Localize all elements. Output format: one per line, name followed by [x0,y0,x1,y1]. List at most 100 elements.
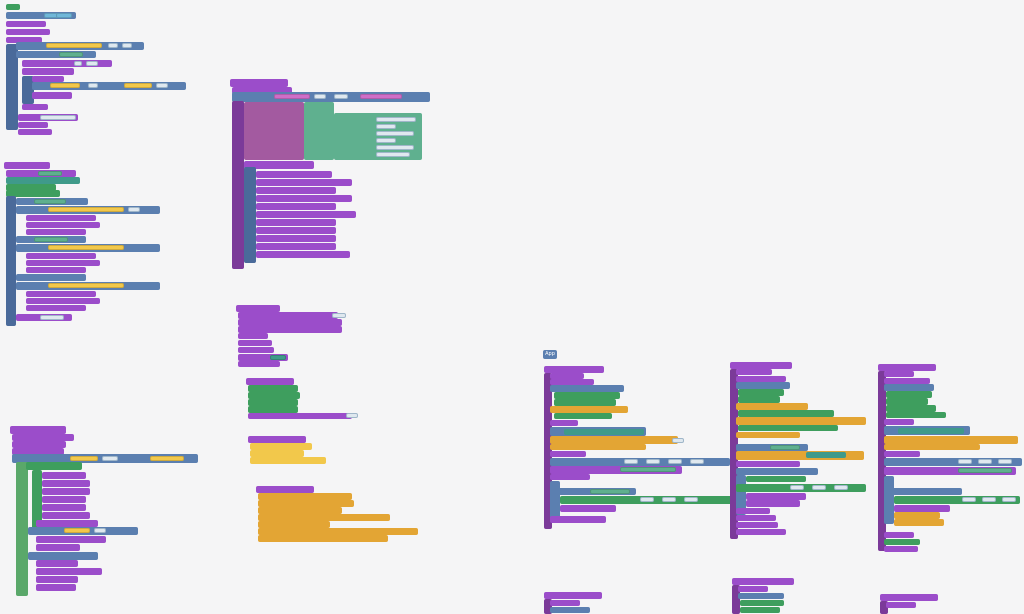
call-block[interactable] [238,340,272,346]
value-chip[interactable] [812,485,826,490]
event-block-header[interactable] [732,578,794,585]
logic-block[interactable] [738,425,838,431]
set-block[interactable] [26,291,96,297]
block-group-f[interactable] [246,378,362,420]
value-chip[interactable] [640,497,654,502]
set-block[interactable] [884,467,1016,475]
math-block[interactable] [6,177,80,184]
component-chip[interactable] [274,94,310,99]
call-block[interactable] [32,76,64,82]
math-block[interactable] [898,428,964,434]
control-block[interactable] [16,51,96,58]
logic-block[interactable] [738,389,784,396]
block-group-right-1[interactable] [544,366,736,530]
event-spine[interactable] [232,101,244,269]
if-condition-block[interactable] [884,488,962,495]
call-block[interactable] [32,92,72,99]
set-block[interactable] [244,161,314,169]
call-block[interactable] [736,522,778,528]
call-block[interactable] [6,37,42,43]
text-chip[interactable] [50,83,80,88]
value-chip[interactable] [332,313,346,318]
if-condition-block[interactable] [28,552,98,560]
event-block-header[interactable] [10,426,66,434]
call-block[interactable] [886,602,916,608]
procedure-block[interactable] [258,493,352,500]
list-item-chip[interactable] [376,124,396,129]
procedure-block[interactable] [884,436,1018,444]
value-chip[interactable] [156,83,168,88]
call-block[interactable] [884,419,914,425]
block-group-right-2[interactable] [730,362,870,540]
block-group-bottom-1[interactable] [544,592,604,614]
call-block[interactable] [42,472,86,479]
logic-chip[interactable] [770,445,800,450]
value-chip[interactable] [56,13,72,18]
call-block[interactable] [256,251,350,258]
number-chip[interactable] [122,43,132,48]
call-block[interactable] [736,376,786,382]
event-block-header[interactable] [4,162,50,169]
set-block[interactable] [26,253,96,259]
logic-block[interactable] [554,392,620,399]
call-block[interactable] [36,576,78,583]
logic-block[interactable] [894,496,1020,504]
if-block-spine[interactable] [884,476,894,524]
logic-block[interactable] [738,410,834,417]
block-group-bottom-3[interactable] [880,594,940,614]
block-group-g[interactable] [248,436,328,466]
if-block-spine[interactable] [6,196,16,326]
call-block[interactable] [6,29,50,35]
procedure-block[interactable] [258,521,330,528]
value-chip[interactable] [646,459,660,464]
event-block-header[interactable] [544,592,602,599]
call-block[interactable] [256,243,336,250]
value-chip[interactable] [334,94,348,99]
call-block[interactable] [42,480,90,487]
value-chip[interactable] [790,485,804,490]
call-block[interactable] [884,371,914,377]
block-group-a[interactable] [4,4,194,135]
set-block[interactable] [746,493,806,500]
dictionary-block[interactable] [244,102,304,160]
call-block[interactable] [238,333,268,339]
variable-block[interactable] [250,450,304,457]
if-condition-block[interactable] [16,274,86,281]
call-block[interactable] [22,68,74,75]
logic-block[interactable] [248,399,298,406]
call-block[interactable] [736,508,770,514]
call-block[interactable] [738,586,768,592]
text-chip[interactable] [48,283,124,288]
logic-block[interactable] [6,190,60,197]
control-block[interactable] [6,12,76,19]
call-block[interactable] [884,451,920,457]
value-chip[interactable] [672,438,684,443]
logic-block[interactable] [886,391,932,398]
value-chip[interactable] [1002,497,1016,502]
set-block[interactable] [560,505,616,512]
math-block[interactable] [564,429,644,435]
event-spine[interactable] [544,373,552,529]
block-group-right-3[interactable] [878,364,1022,554]
logic-chip[interactable] [958,468,1012,473]
value-chip[interactable] [982,497,996,502]
call-block[interactable] [42,488,90,495]
set-block[interactable] [12,441,66,448]
logic-chip[interactable] [590,489,630,494]
value-chip[interactable] [978,459,992,464]
if-block-spine[interactable] [550,481,560,521]
value-chip[interactable] [102,456,118,461]
set-block[interactable] [232,87,292,94]
value-chip[interactable] [94,528,106,533]
if-condition-block[interactable] [232,92,430,102]
event-block-header[interactable] [246,378,294,385]
logic-block[interactable] [886,398,928,405]
logic-chip[interactable] [59,52,83,57]
control-block[interactable] [550,607,590,613]
logic-block[interactable] [740,600,784,606]
procedure-block[interactable] [258,535,388,542]
call-block[interactable] [550,379,594,385]
set-block[interactable] [238,326,342,333]
math-block[interactable] [806,452,846,458]
set-block[interactable] [238,354,288,361]
